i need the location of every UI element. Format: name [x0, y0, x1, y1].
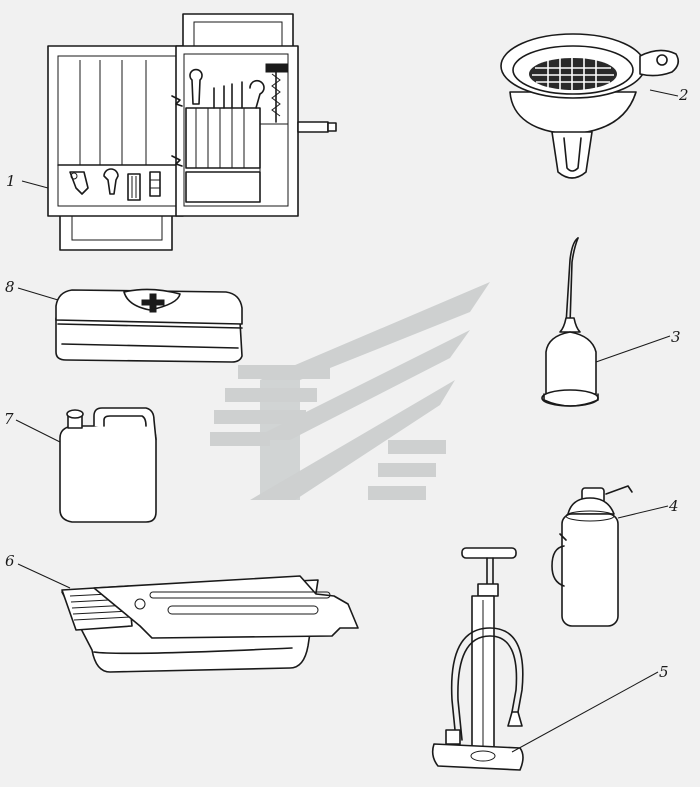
callout-8: 8 — [5, 278, 15, 296]
toolbox — [47, 13, 337, 251]
leader-lines — [15, 89, 679, 753]
callout-numbers: 1 2 3 4 5 6 7 8 — [4, 86, 689, 681]
watermark-logo — [210, 282, 490, 500]
drain-tray — [61, 575, 359, 673]
canister — [59, 407, 157, 523]
callout-4: 4 — [668, 497, 679, 515]
funnel — [500, 33, 680, 179]
callout-1: 1 — [6, 172, 16, 190]
grease-gun — [551, 485, 633, 627]
oil-can — [541, 237, 599, 407]
callout-7: 7 — [4, 410, 14, 428]
first-aid-kit — [55, 288, 243, 363]
tire-pump — [431, 547, 524, 771]
callout-3: 3 — [671, 328, 681, 346]
callout-6: 6 — [5, 552, 15, 570]
callout-5: 5 — [659, 663, 669, 681]
callout-2: 2 — [678, 86, 689, 104]
